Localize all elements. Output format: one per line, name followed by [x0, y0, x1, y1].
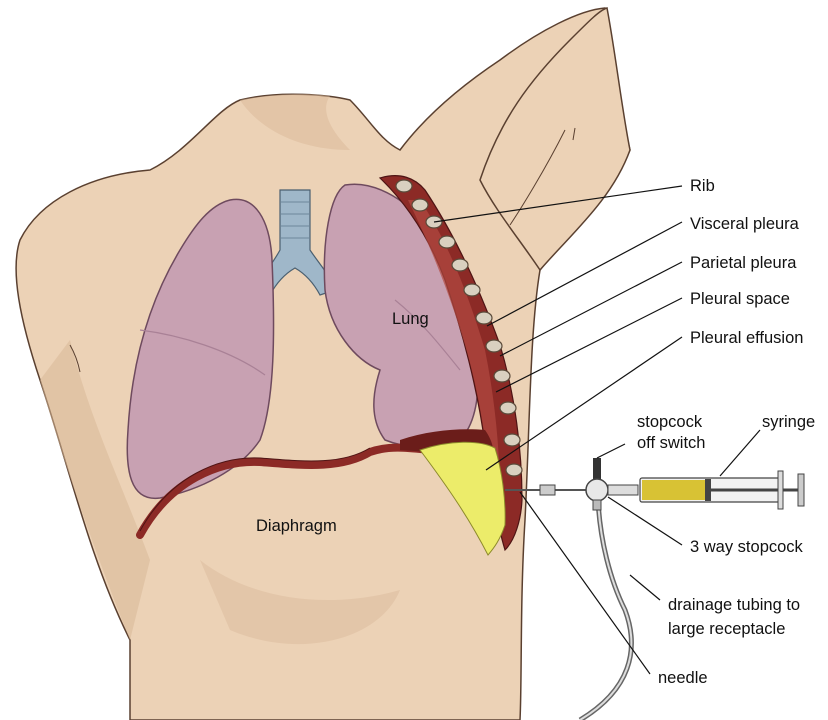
stopcock-port — [592, 499, 602, 511]
rib-7 — [475, 311, 493, 325]
label-parietal-pleura: Parietal pleura — [690, 254, 797, 272]
leader-stopcock-off-switch — [596, 443, 626, 459]
label-drainage-tubing-2: large receptacle — [668, 620, 785, 638]
trachea-rings — [281, 201, 309, 239]
label-needle: needle — [658, 669, 708, 687]
leader-rib — [433, 185, 683, 223]
leader-needle — [519, 491, 651, 675]
rib-8 — [485, 339, 503, 353]
diaphragm — [136, 443, 434, 539]
three-way-stopcock — [585, 478, 609, 502]
raised-arm — [479, 7, 631, 272]
label-pleural-effusion: Pleural effusion — [690, 329, 803, 347]
leader-drainage-tubing — [629, 574, 661, 601]
rib-6 — [463, 283, 481, 297]
label-three-way-stopcock: 3 way stopcock — [690, 538, 804, 556]
torso — [15, 7, 631, 720]
rib-2 — [411, 198, 429, 212]
label-diaphragm: Diaphragm — [256, 517, 337, 535]
arm-crease — [509, 127, 576, 226]
syringe-fluid — [642, 480, 707, 500]
label-stopcock-off-switch-1: stopcock — [637, 413, 703, 431]
label-pleural-space: Pleural space — [690, 290, 790, 308]
leader-pleural-space — [495, 297, 683, 393]
label-stopcock-off-switch-2: off switch — [637, 434, 705, 452]
lung-left-fissure — [139, 329, 266, 376]
rib-4 — [438, 235, 456, 249]
label-rib: Rib — [690, 177, 715, 195]
needle-hub — [539, 484, 556, 496]
drainage-tubing-inner — [579, 499, 633, 720]
leader-parietal-pleura — [499, 261, 683, 357]
stopcock-off-switch — [593, 458, 601, 480]
leader-lines — [433, 185, 761, 675]
rib-12 — [505, 463, 523, 477]
chest-crease-left — [69, 344, 81, 373]
syringe-finger-flange — [777, 470, 784, 510]
lung-right-fissure — [394, 299, 461, 371]
leader-syringe — [719, 429, 761, 477]
leader-three-way-stopcock — [607, 496, 683, 546]
label-drainage-tubing-1: drainage tubing to — [668, 596, 800, 614]
pleural-effusion — [419, 441, 506, 556]
syringe-connector — [607, 484, 639, 496]
lung-left — [126, 198, 275, 499]
label-syringe: syringe — [762, 413, 815, 431]
rib-9 — [493, 369, 511, 383]
syringe-plunger-end — [797, 473, 805, 507]
rib-1 — [395, 179, 413, 193]
syringe-plunger-seal — [705, 479, 711, 501]
rib-10 — [499, 401, 517, 415]
label-visceral-pleura: Visceral pleura — [690, 215, 800, 233]
leader-pleural-effusion — [485, 336, 683, 471]
torso-shadow-left — [40, 340, 150, 640]
torso-shadow-neck — [240, 94, 350, 150]
rib-11 — [503, 433, 521, 447]
diaphragm-edge — [139, 447, 371, 532]
torso-shadow-belly — [200, 560, 400, 645]
drainage-tubing — [578, 499, 634, 720]
rib-5 — [451, 258, 469, 272]
label-lung: Lung — [392, 310, 429, 328]
leader-visceral-pleura — [486, 221, 683, 327]
